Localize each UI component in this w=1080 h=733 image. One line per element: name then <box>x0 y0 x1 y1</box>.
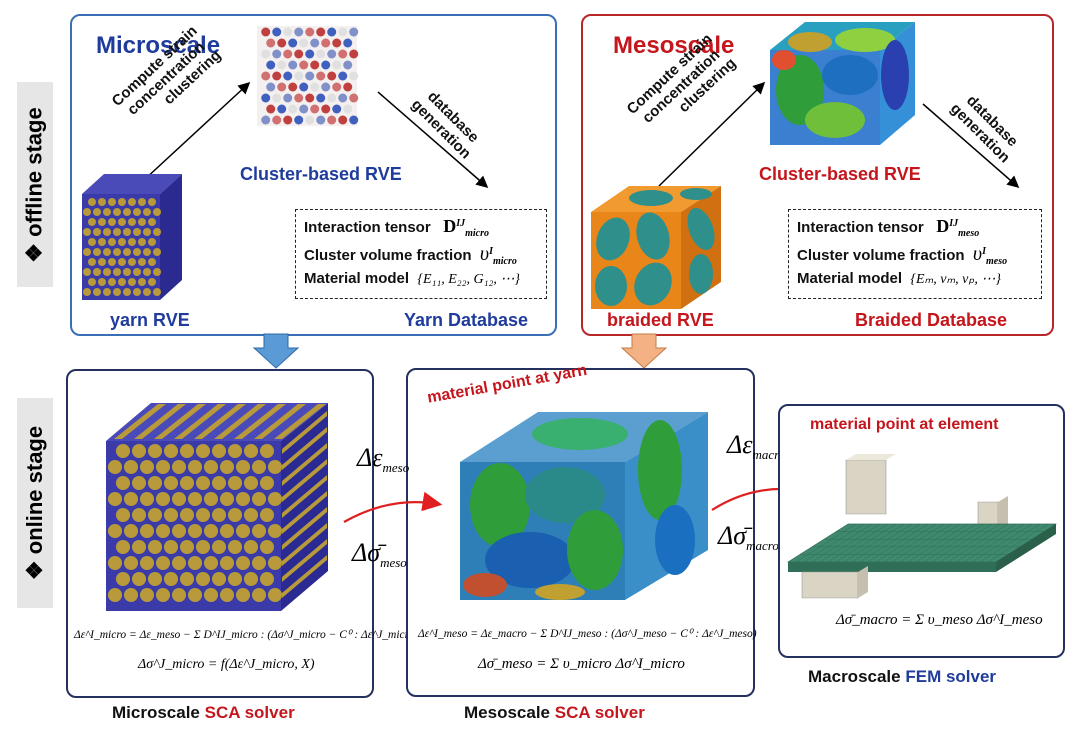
meso-solver-title: Mesoscale SCA solver <box>464 703 645 722</box>
meso-arrow-down <box>922 103 1020 188</box>
meso-cluster-label: Cluster-based RVE <box>759 164 921 184</box>
meso-arrow-up <box>658 81 766 187</box>
micro-solver-panel: Δε^I_micro = Δε_meso − Σ D^IJ_micro : (Δ… <box>66 369 418 698</box>
micro-cluster-label: Cluster-based RVE <box>240 164 402 184</box>
mesoscale-title: Mesoscale <box>613 32 735 59</box>
yarn-rve-cube <box>82 174 182 300</box>
micro-arrow-up <box>143 81 251 181</box>
braided-db-box: Interaction tensor DIJmeso Cluster volum… <box>788 209 1042 299</box>
d-eps-macro-label: Δεmacro <box>727 430 786 463</box>
micro-cluster-rve-image <box>257 26 359 126</box>
micro-solver-cube <box>106 403 328 611</box>
braided-rve-cube <box>591 186 721 309</box>
eq-meso-1: Δε^I_meso = Δε_macro − Σ D^IJ_meso : (Δσ… <box>418 628 757 640</box>
fem-beam-model <box>786 454 1058 599</box>
meso-material-point-label: material point at yarn <box>426 361 589 407</box>
down-arrow-blue <box>252 333 300 369</box>
offline-stage-label: ❖ offline stage <box>17 82 53 287</box>
microscale-panel: Microscale Compute strain concentration … <box>70 14 557 336</box>
d-eps-meso-label: Δεmeso <box>357 443 410 476</box>
mesoscale-panel: Mesoscale Compute strain concentration c… <box>581 14 1054 336</box>
red-arrow-micro-meso <box>343 491 443 523</box>
yarn-db-label: Yarn Database <box>404 310 529 330</box>
microscale-title: Microscale <box>96 32 221 59</box>
eq-macro: Δσ̄_macro = Σ υ_meso Δσ^I_meso <box>836 612 1043 628</box>
meso-cluster-rve-image <box>770 22 915 145</box>
micro-solver-title: Microscale SCA solver <box>112 703 295 722</box>
eq-micro-2: Δσ^J_micro = f(Δε^J_micro, X) <box>138 657 315 672</box>
yarn-db-box: Interaction tensor DIJmicro Cluster volu… <box>295 209 547 299</box>
micro-arrow-down <box>377 91 489 188</box>
braided-db-label: Braided Database <box>855 310 1008 330</box>
meso-solver-panel: material point at yarn Δε^I_meso = Δε_ma… <box>406 362 757 697</box>
down-arrow-orange <box>620 333 668 369</box>
yarn-rve-label: yarn RVE <box>110 310 190 330</box>
macro-solver-title: Macroscale FEM solver <box>808 667 997 686</box>
d-sig-macro-label: Δσ̄macro <box>718 521 779 554</box>
meso-solver-rve <box>460 412 708 600</box>
braided-rve-label: braided RVE <box>607 310 714 330</box>
eq-meso-2: Δσ̄_meso = Σ υ_micro Δσ^I_micro <box>478 656 685 672</box>
macro-material-point-label: material point at element <box>810 416 999 433</box>
macro-solver-panel: material point at element Δσ̄_macro = Σ … <box>778 404 1065 658</box>
eq-micro-1: Δε^I_micro = Δε_meso − Σ D^IJ_micro : (Δ… <box>74 629 419 641</box>
d-sig-meso-label: Δσ̄meso <box>352 538 407 571</box>
online-stage-label: ❖ online stage <box>17 398 53 608</box>
